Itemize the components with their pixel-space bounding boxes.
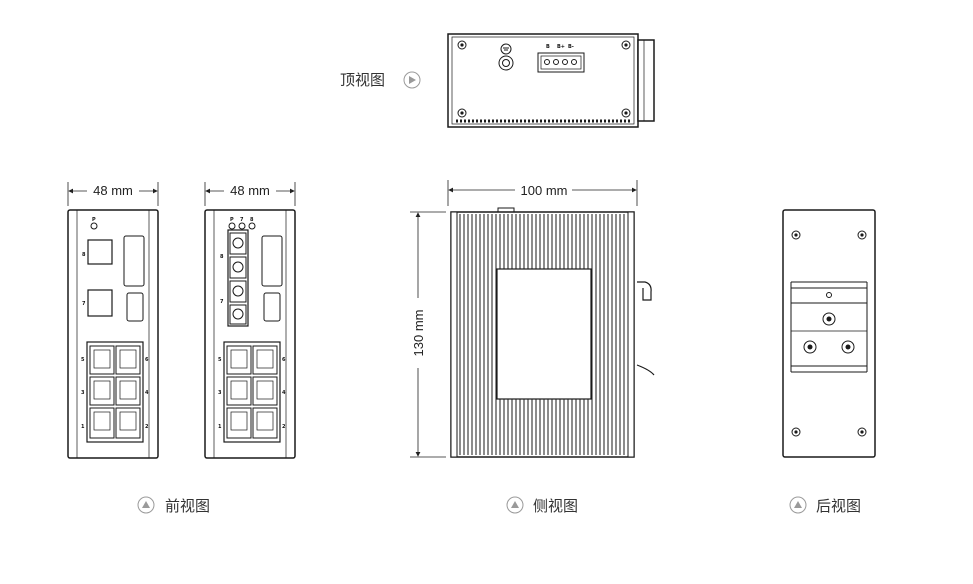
back-view [782, 209, 876, 458]
led-label: 8 [250, 217, 254, 223]
side-view: 100 mm 130 mm [410, 180, 655, 458]
rj45-block [223, 341, 281, 443]
back-view-up-icon [789, 496, 807, 514]
power-led-icon [90, 222, 98, 230]
port-label: 8 [220, 254, 224, 260]
led-label: 7 [240, 217, 244, 223]
port-label: 5 [218, 357, 222, 363]
power-terminal-block: B B+ B- [537, 44, 585, 73]
terminal-label: B+ [557, 44, 565, 50]
rj45-ports [89, 345, 141, 439]
terminal-label: B- [568, 44, 574, 50]
led-label: P [230, 217, 234, 223]
front-width-dim-2: 48 mm [230, 183, 270, 198]
rj45-ports [226, 345, 278, 439]
port-label: 6 [282, 357, 286, 363]
sfp-port-7 [87, 289, 113, 317]
port-label: 3 [81, 390, 85, 396]
back-view-caption: 后视图 [789, 496, 861, 515]
port-label: 2 [145, 424, 149, 430]
rj45-block [86, 341, 144, 443]
side-view-caption: 侧视图 [506, 496, 578, 515]
port-label: 5 [81, 357, 85, 363]
port-label: 7 [82, 301, 86, 307]
top-view-play-icon [403, 71, 421, 89]
back-view-body [782, 209, 876, 458]
led-label: P [92, 217, 96, 223]
ground-icon [498, 43, 514, 71]
port-label: 6 [145, 357, 149, 363]
top-view-label: 顶视图 [340, 71, 385, 89]
din-clip-top [637, 39, 655, 122]
top-view-body [447, 33, 639, 128]
port-label: 1 [81, 424, 85, 430]
back-view-label: 后视图 [816, 497, 861, 515]
port-label: 4 [145, 390, 149, 396]
label-window [126, 292, 144, 322]
port-label: 7 [220, 299, 224, 305]
front-view-caption: 前视图 [137, 496, 210, 515]
label-window [261, 235, 283, 287]
sfp-port-8 [87, 239, 113, 265]
front-width-dim-1: 48 mm [93, 183, 133, 198]
din-rail-clip [637, 281, 652, 301]
back-screw-icon [791, 230, 867, 437]
top-screw-icon [457, 40, 631, 118]
port-label: 3 [218, 390, 222, 396]
top-view: 顶视图 B B+ B- [340, 33, 655, 128]
side-width-dim: 100 mm [521, 183, 568, 198]
front-view-label: 前视图 [165, 497, 210, 515]
port-label: 2 [282, 424, 286, 430]
din-rail-mount [790, 281, 868, 373]
status-led-icon [228, 222, 256, 230]
sc-fiber-ports [229, 232, 247, 325]
terminal-label: B [546, 44, 550, 50]
side-height-dim: 130 mm [411, 310, 426, 357]
front-view-up-icon [137, 496, 155, 514]
front-view-1: 48 mm P 8 7 5 6 3 4 1 2 [67, 182, 159, 459]
side-view-label: 侧视图 [533, 497, 578, 515]
label-window [123, 235, 145, 287]
side-view-up-icon [506, 496, 524, 514]
port-label: 1 [218, 424, 222, 430]
label-window [263, 292, 281, 322]
port-label: 8 [82, 252, 86, 258]
port-label: 4 [282, 390, 286, 396]
side-label-panel [496, 268, 592, 400]
front-view-2: 48 mm P 7 8 8 7 5 6 [204, 182, 296, 459]
